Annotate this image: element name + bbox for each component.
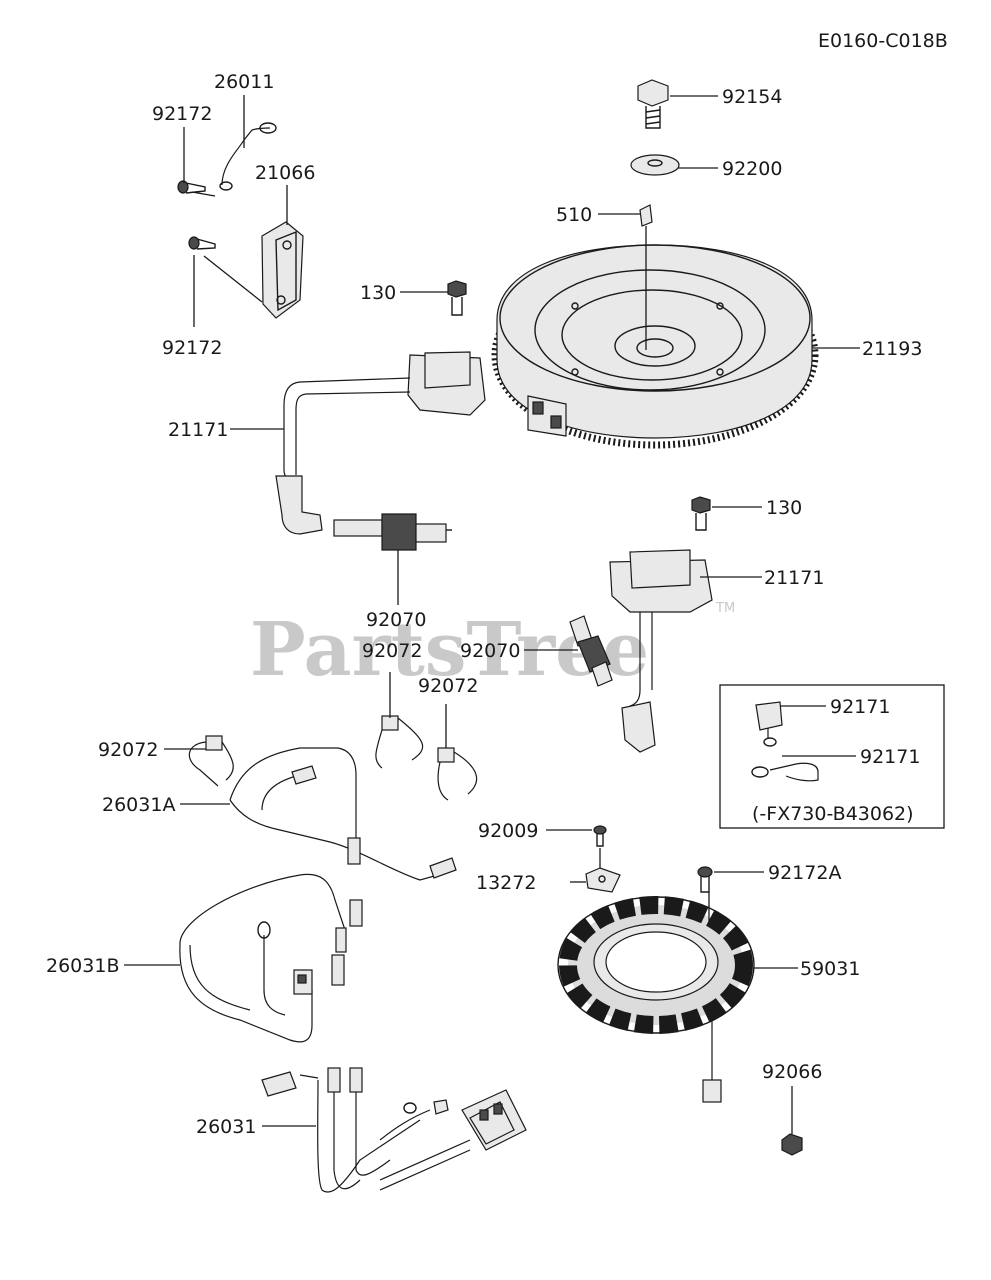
callout-21066: 21066 [255,162,315,184]
key-510 [639,204,653,227]
watermark-trademark: TM [715,601,735,616]
screw-92172A [697,866,713,893]
callout-26031A: 26031A [102,794,175,816]
harness-26031 [261,1067,527,1193]
regulator-21066 [261,221,304,319]
callout-92072-c: 92072 [98,739,158,761]
callout-13272: 13272 [476,872,536,894]
callout-92154: 92154 [722,86,782,108]
connector-92171-b [751,762,819,782]
callout-26011: 26011 [214,71,274,93]
callout-92172-bottom: 92172 [162,337,222,359]
callout-92072-a: 92072 [362,640,422,662]
callout-21171-right: 21171 [764,567,824,589]
leader-lines [124,95,860,1134]
spark-plug-92070-right [569,615,613,687]
ignition-coil-21171-right [609,549,713,707]
inset-box [719,684,945,829]
ground-lead-26011 [219,122,277,191]
callout-92172A: 92172A [768,862,841,884]
callout-92072-b: 92072 [418,675,478,697]
harness-26031A [229,747,457,881]
flywheel-21193 [491,244,819,449]
spark-plug-92070-left [333,513,452,551]
clamp-92072-c [188,735,234,787]
plug-boot-right [621,701,656,753]
connector-92171-a [755,701,783,747]
diagram-code: E0160-C018B [818,30,948,52]
screw-92009 [593,825,607,847]
callout-21193: 21193 [862,338,922,360]
clamp-92072-b [437,747,478,801]
callout-92172-top: 92172 [152,103,212,125]
nut-92066 [781,1133,803,1156]
callout-21171-left: 21171 [168,419,228,441]
screw-92172-bottom [188,236,216,250]
callout-130-right: 130 [766,497,802,519]
clamp-92072-a [375,715,424,769]
callout-92171-a: 92171 [830,696,890,718]
washer-92200 [630,154,680,176]
callout-92070-left: 92070 [366,609,426,631]
callout-26031: 26031 [196,1116,256,1138]
harness-26031B [179,873,363,1043]
callout-92070-right: 92070 [460,640,520,662]
bolt-130-right [691,496,711,531]
bolt-130-top [447,280,467,316]
callout-59031: 59031 [800,958,860,980]
inset-note: (-FX730-B43062) [752,803,914,825]
callout-92066: 92066 [762,1061,822,1083]
callout-26031B: 26031B [46,955,119,977]
callout-510: 510 [556,204,592,226]
plug-boot-left [275,475,323,535]
ignition-coil-21171-top [283,351,486,483]
plate-13272 [585,867,621,893]
callout-130-top: 130 [360,282,396,304]
bolt-92154 [637,79,669,129]
stator-59031 [557,896,755,1103]
callout-92009: 92009 [478,820,538,842]
callout-92171-b: 92171 [860,746,920,768]
callout-92200: 92200 [722,158,782,180]
screw-92172-top [177,180,206,194]
